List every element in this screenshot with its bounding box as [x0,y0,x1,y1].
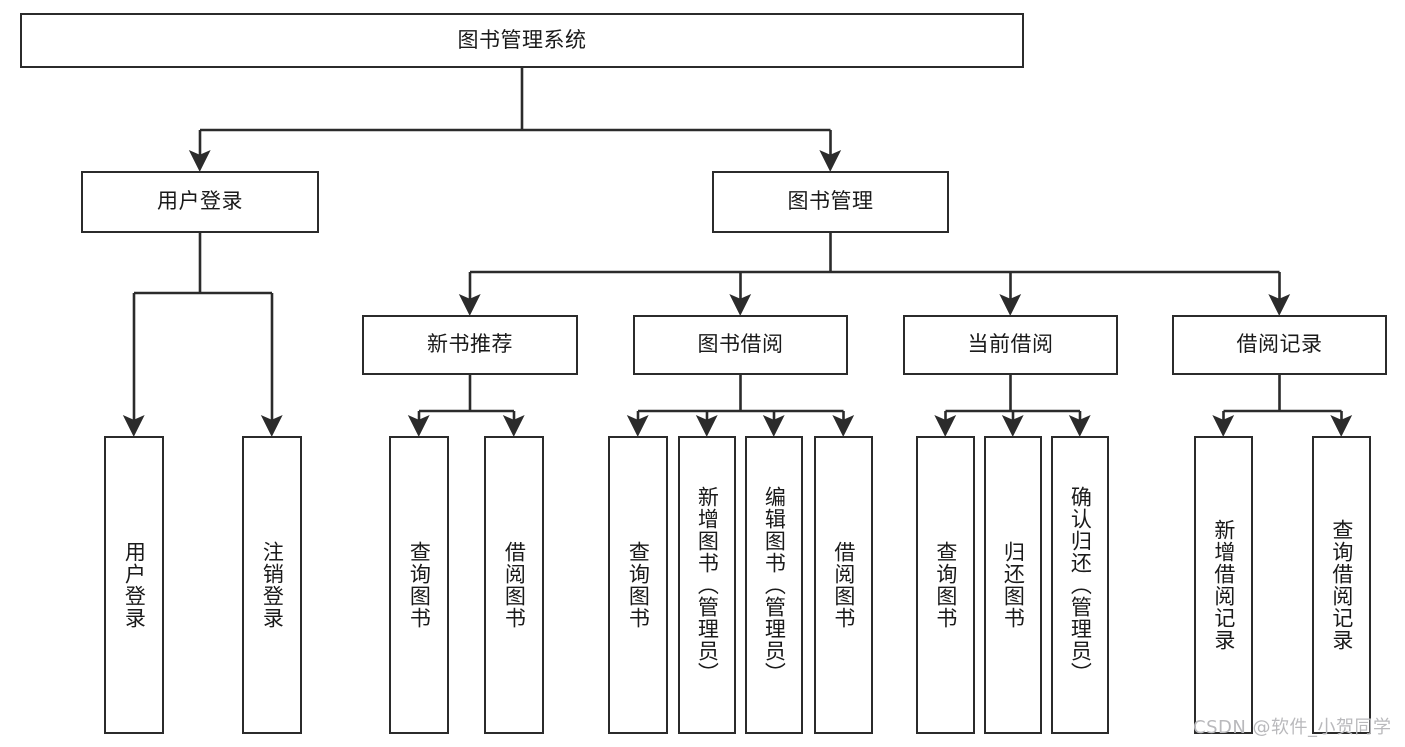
node-label: 查询图书 [407,541,432,629]
node-label: 借阅图书 [502,541,527,629]
leaf-newbook-borrow-book[interactable]: 借阅图书 [484,436,544,734]
node-label: 归还图书 [1001,541,1026,629]
leaf-record-query-borrow-record[interactable]: 查询借阅记录 [1312,436,1371,734]
leaf-borrow-add-book-admin[interactable]: 新增图书（管理员） [678,436,736,734]
leaf-borrow-edit-book-admin[interactable]: 编辑图书（管理员） [745,436,803,734]
node-label: 图书借阅 [697,332,784,357]
node-label: 用户登录 [157,189,243,214]
leaf-borrow-query-book[interactable]: 查询图书 [608,436,668,734]
node-label: 编辑图书（管理员） [762,486,787,684]
leaf-current-query-book[interactable]: 查询图书 [916,436,975,734]
node-borrow-record[interactable]: 借阅记录 [1172,315,1387,375]
node-book-borrow[interactable]: 图书借阅 [633,315,848,375]
leaf-current-confirm-return-admin[interactable]: 确认归还（管理员） [1051,436,1109,734]
leaf-record-add-borrow-record[interactable]: 新增借阅记录 [1194,436,1253,734]
node-label: 借阅记录 [1236,332,1323,357]
leaf-user-login[interactable]: 用户登录 [104,436,164,734]
node-label: 查询借阅记录 [1329,519,1354,651]
node-current-borrow[interactable]: 当前借阅 [903,315,1118,375]
node-label: 新书推荐 [427,332,513,357]
node-label: 注销登录 [260,541,285,629]
node-label: 借阅图书 [831,541,856,629]
node-root[interactable]: 图书管理系统 [20,13,1024,68]
node-book-management-module[interactable]: 图书管理 [712,171,949,233]
node-label: 当前借阅 [967,332,1054,357]
node-label: 查询图书 [626,541,651,629]
node-label: 用户登录 [122,541,147,629]
node-user-login-module[interactable]: 用户登录 [81,171,319,233]
node-label: 图书管理 [787,189,874,214]
node-new-book-recommend[interactable]: 新书推荐 [362,315,578,375]
node-label: 新增借阅记录 [1211,519,1236,651]
leaf-user-logout[interactable]: 注销登录 [242,436,302,734]
node-label: 查询图书 [933,541,958,629]
node-label: 新增图书（管理员） [695,486,720,684]
leaf-borrow-borrow-book[interactable]: 借阅图书 [814,436,873,734]
leaf-newbook-query-book[interactable]: 查询图书 [389,436,449,734]
node-label: 确认归还（管理员） [1068,486,1093,684]
leaf-current-return-book[interactable]: 归还图书 [984,436,1042,734]
node-label: 图书管理系统 [457,27,587,52]
